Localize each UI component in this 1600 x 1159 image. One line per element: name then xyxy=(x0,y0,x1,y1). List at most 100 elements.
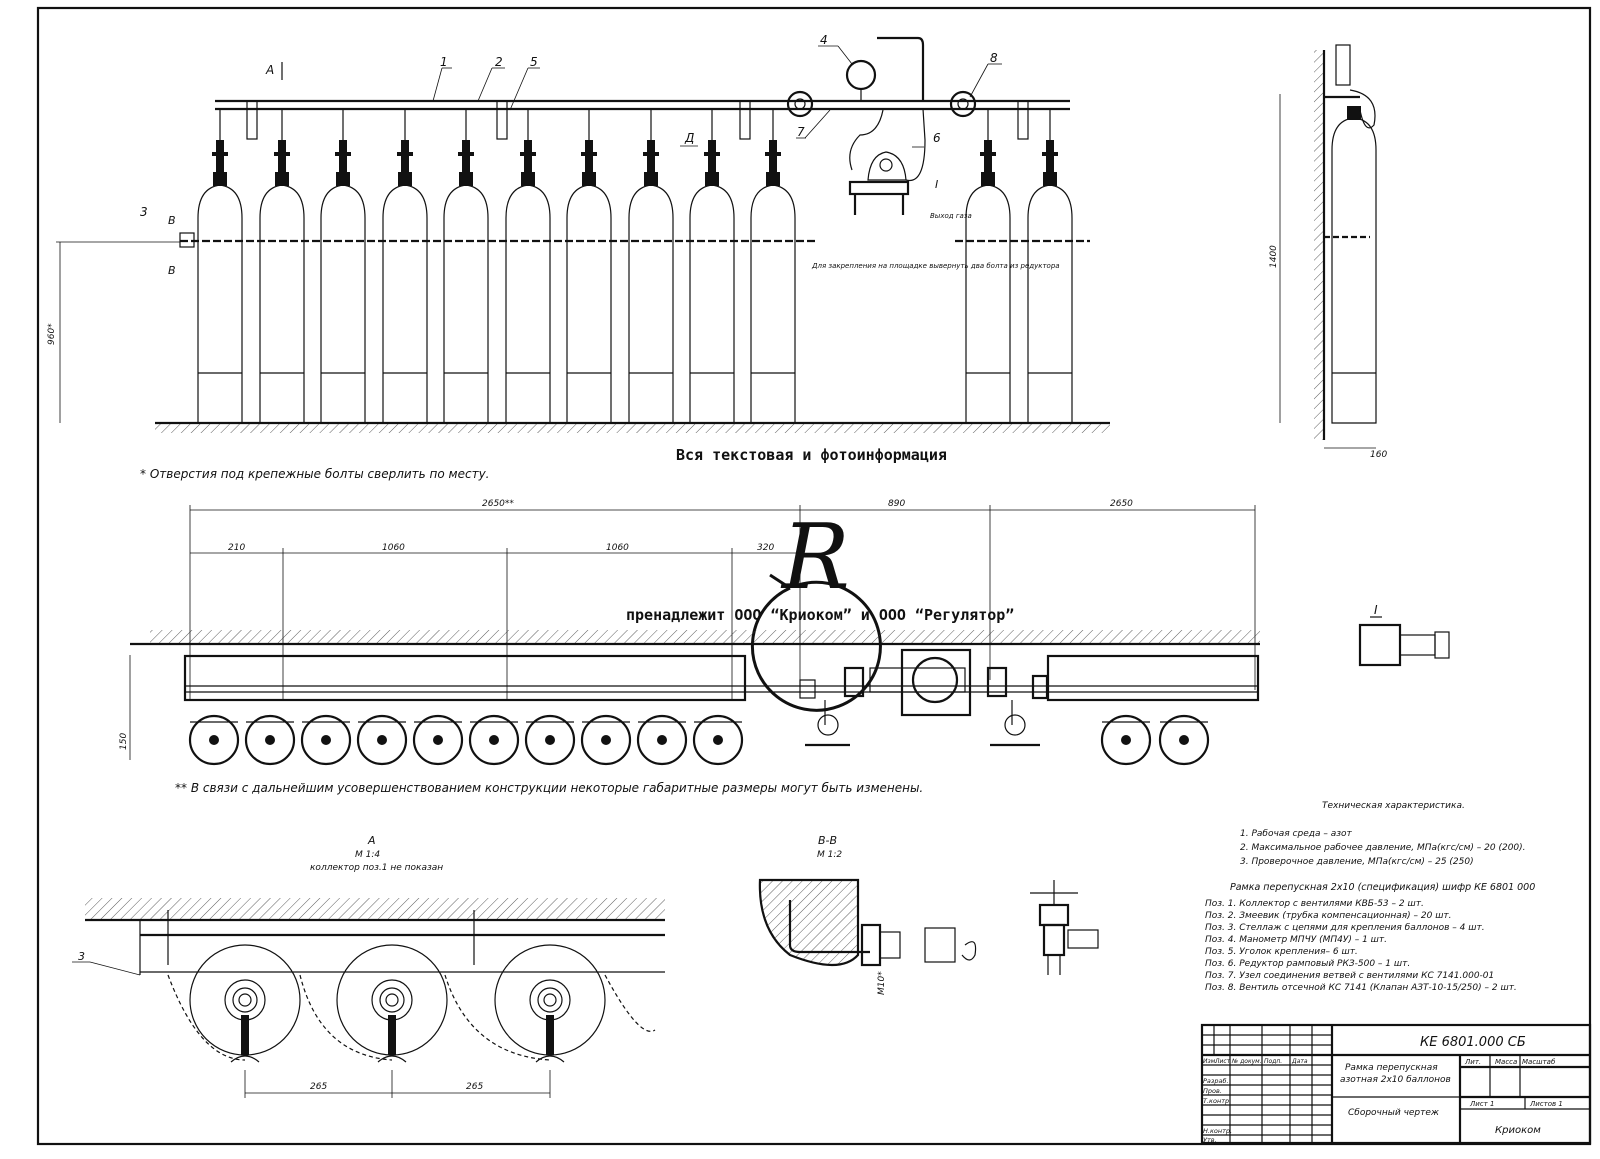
plan-view: 2650** 890 2650 210 1060 1060 320 150 xyxy=(119,499,1450,766)
gas-cylinder xyxy=(628,139,674,424)
view-a-arrow-label: А xyxy=(265,63,274,77)
spec-item-2: Поз. 2. Змеевик (трубка компенсационная)… xyxy=(1205,911,1452,921)
pos-5: 5 xyxy=(530,55,538,69)
drawing-code: КЕ 6801.000 СБ xyxy=(1420,1035,1526,1050)
row-prov: Пров. xyxy=(1203,1087,1222,1095)
cylinder-top-a xyxy=(189,944,301,1063)
company-name: Криоком xyxy=(1495,1125,1541,1136)
technical-characteristics: Техническая характеристика. 1. Рабочая с… xyxy=(1240,801,1526,867)
valve-pos7 xyxy=(786,90,814,118)
manometer-pos4 xyxy=(845,59,877,91)
cylinder-top xyxy=(524,714,576,766)
col-scale: Масштаб xyxy=(1522,1058,1556,1066)
pos-7: 7 xyxy=(797,125,805,139)
section-bb-scale: М 1:2 xyxy=(817,850,842,860)
row-izm: Изм. xyxy=(1203,1058,1217,1065)
dim-160: 160 xyxy=(1370,450,1387,460)
row-doc: № докум. xyxy=(1231,1058,1262,1065)
gas-cylinder xyxy=(750,139,796,424)
row-date: Дата xyxy=(1291,1058,1308,1065)
view-a: А М 1:4 коллектор поз.1 не показан 3 265… xyxy=(72,834,665,1098)
cylinder-top xyxy=(468,714,520,766)
detail-i-mark: I xyxy=(935,178,938,191)
valve-pos8 xyxy=(949,90,977,118)
row-utv: Утв. xyxy=(1203,1136,1217,1144)
letter-d: Д xyxy=(684,131,694,145)
spec-title: Рамка перепускная 2х10 (спецификация) ши… xyxy=(1230,882,1535,893)
cylinder-top xyxy=(244,714,296,766)
pos-1: 1 xyxy=(440,55,448,69)
note-dimensions-change: ** В связи с дальнейшим усовершенствован… xyxy=(175,781,923,795)
reducer-stand xyxy=(848,180,910,196)
pos-2: 2 xyxy=(495,55,503,69)
tech-item-3: 3. Проверочное давление, МПа(кгс/см) – 2… xyxy=(1240,857,1474,867)
gas-cylinder xyxy=(320,139,366,424)
gas-cylinder xyxy=(566,139,612,424)
spec-item-1: Поз. 1. Коллектор с вентилями КВБ-53 – 2… xyxy=(1205,899,1424,909)
gas-outlet-label: Выход газа xyxy=(930,212,972,220)
spec-item-6: Поз. 6. Редуктор рамповый РКЗ-500 – 1 шт… xyxy=(1205,959,1410,969)
spec-item-7: Поз. 7. Узел соединения ветвей с вентиля… xyxy=(1205,971,1494,981)
row-razrab: Разраб. xyxy=(1203,1077,1229,1085)
gas-cylinder xyxy=(965,139,1011,424)
gas-cylinder xyxy=(443,139,489,424)
specification: Рамка перепускная 2х10 (спецификация) ши… xyxy=(1205,882,1535,993)
cylinder-top xyxy=(1158,714,1210,766)
svg-text:R: R xyxy=(780,505,850,610)
dim-210: 210 xyxy=(228,543,245,553)
row-nkontr: Н.контр. xyxy=(1203,1127,1232,1135)
note-holes: * Отверстия под крепежные болты сверлить… xyxy=(140,467,490,481)
section-b-bottom: В xyxy=(168,264,176,277)
view-a-title: А xyxy=(367,834,376,847)
watermark-line2: пренадлежит ООО “Криоком” и ООО “Регулят… xyxy=(626,606,1014,624)
gas-cylinder xyxy=(197,139,243,424)
cylinder-top xyxy=(580,714,632,766)
spec-item-4: Поз. 4. Манометр МПЧУ (МП4У) – 1 шт. xyxy=(1205,935,1387,945)
section-bb: В-В М 1:2 M10* xyxy=(758,834,1099,995)
sheet-number: Лист 1 xyxy=(1469,1100,1494,1108)
spec-item-3: Поз. 3. Стеллаж с цепями для крепления б… xyxy=(1205,923,1485,933)
cylinder-top xyxy=(188,714,240,766)
spec-item-8: Поз. 8. Вентиль отсечной КС 7141 (Клапан… xyxy=(1205,983,1517,993)
dim-320: 320 xyxy=(757,543,774,553)
section-b-top: В xyxy=(168,214,176,227)
watermark: Вся текстовая и фотоинформация пренадлеж… xyxy=(626,446,1014,712)
dim-960: 960* xyxy=(47,323,57,345)
doc-type: Сборочный чертеж xyxy=(1348,1108,1440,1118)
watermark-line1: Вся текстовая и фотоинформация xyxy=(676,446,947,464)
detail-i-title: I xyxy=(1374,603,1378,617)
dim-890: 890 xyxy=(888,499,905,509)
dim-1060-b: 1060 xyxy=(606,543,629,553)
view-a-note: коллектор поз.1 не показан xyxy=(310,863,443,873)
cylinder-top xyxy=(1100,714,1152,766)
drawing-name-2: азотная 2х10 баллонов xyxy=(1340,1075,1451,1085)
title-block: Изм. Лист № докум. Подп. Дата Разраб. Пр… xyxy=(1200,1023,1592,1145)
col-mass: Масса xyxy=(1495,1058,1517,1066)
gas-cylinder xyxy=(689,139,735,424)
cylinder-top-a xyxy=(336,944,448,1063)
dim-150: 150 xyxy=(119,733,129,750)
spec-item-5: Поз. 5. Уголок крепления– 6 шт. xyxy=(1205,947,1358,957)
gas-cylinder xyxy=(382,139,428,424)
dim-2650-left: 2650** xyxy=(482,499,514,509)
dim-265-b: 265 xyxy=(466,1082,483,1092)
pos-3: 3 xyxy=(140,205,148,219)
section-bb-title: В-В xyxy=(818,834,837,847)
tech-title: Техническая характеристика. xyxy=(1322,801,1465,811)
pos-8: 8 xyxy=(990,51,998,65)
cylinder-top xyxy=(412,714,464,766)
view-a-scale: М 1:4 xyxy=(355,850,380,860)
tech-item-1: 1. Рабочая среда – азот xyxy=(1240,829,1353,839)
dim-265-a: 265 xyxy=(310,1082,327,1092)
view-a-pos3: 3 xyxy=(78,950,85,963)
sheet-border xyxy=(36,6,1592,1146)
side-view: 1400 160 xyxy=(1269,44,1387,460)
dim-m10: M10* xyxy=(877,971,887,995)
row-tkontr: Т.контр. xyxy=(1203,1097,1231,1105)
sheets-count: Листов 1 xyxy=(1529,1100,1563,1108)
front-view: 960* 1 2 5 4 8 7 6 А Д 3 В В I Выход газ… xyxy=(47,33,1110,433)
dim-1400: 1400 xyxy=(1269,245,1279,268)
cylinder-top xyxy=(356,714,408,766)
drawing-name-1: Рамка перепускная xyxy=(1345,1063,1438,1073)
row-list: Лист xyxy=(1214,1058,1231,1065)
